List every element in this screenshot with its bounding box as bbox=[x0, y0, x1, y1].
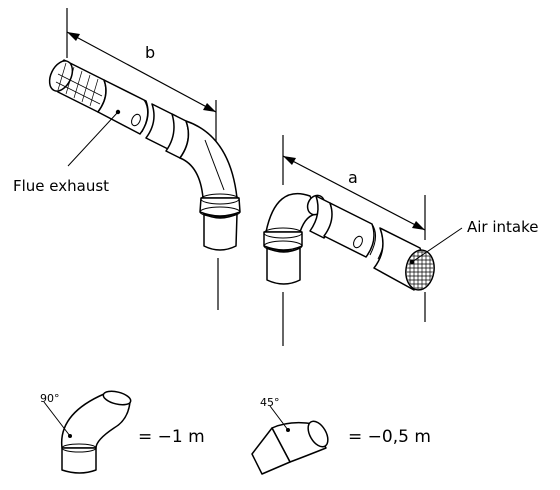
air-intake-assembly: a bbox=[263, 135, 463, 346]
dimension-b-line bbox=[66, 8, 217, 145]
flue-exhaust-label: Flue exhaust bbox=[13, 177, 109, 195]
dimension-a-label: a bbox=[348, 168, 358, 187]
dimension-a-line bbox=[282, 135, 426, 240]
elbow-90-angle-label: 90° bbox=[40, 392, 60, 405]
elbow-45-icon bbox=[251, 405, 329, 475]
dimension-b-label: b bbox=[145, 43, 155, 62]
elbow-45-equivalent-length: = −0,5 m bbox=[348, 427, 431, 447]
elbow-45-legend: 45° = −0,5 m bbox=[251, 396, 431, 475]
elbow-90-legend: 90° = −1 m bbox=[40, 390, 205, 474]
flue-exhaust-assembly: b bbox=[48, 8, 241, 310]
flue-exhaust-terminal-icon bbox=[48, 59, 107, 113]
elbow-90-equivalent-length: = −1 m bbox=[138, 427, 205, 447]
elbow-45-angle-label: 45° bbox=[260, 396, 280, 409]
elbow-90-icon bbox=[43, 390, 132, 474]
air-intake-label: Air intake bbox=[467, 218, 539, 236]
